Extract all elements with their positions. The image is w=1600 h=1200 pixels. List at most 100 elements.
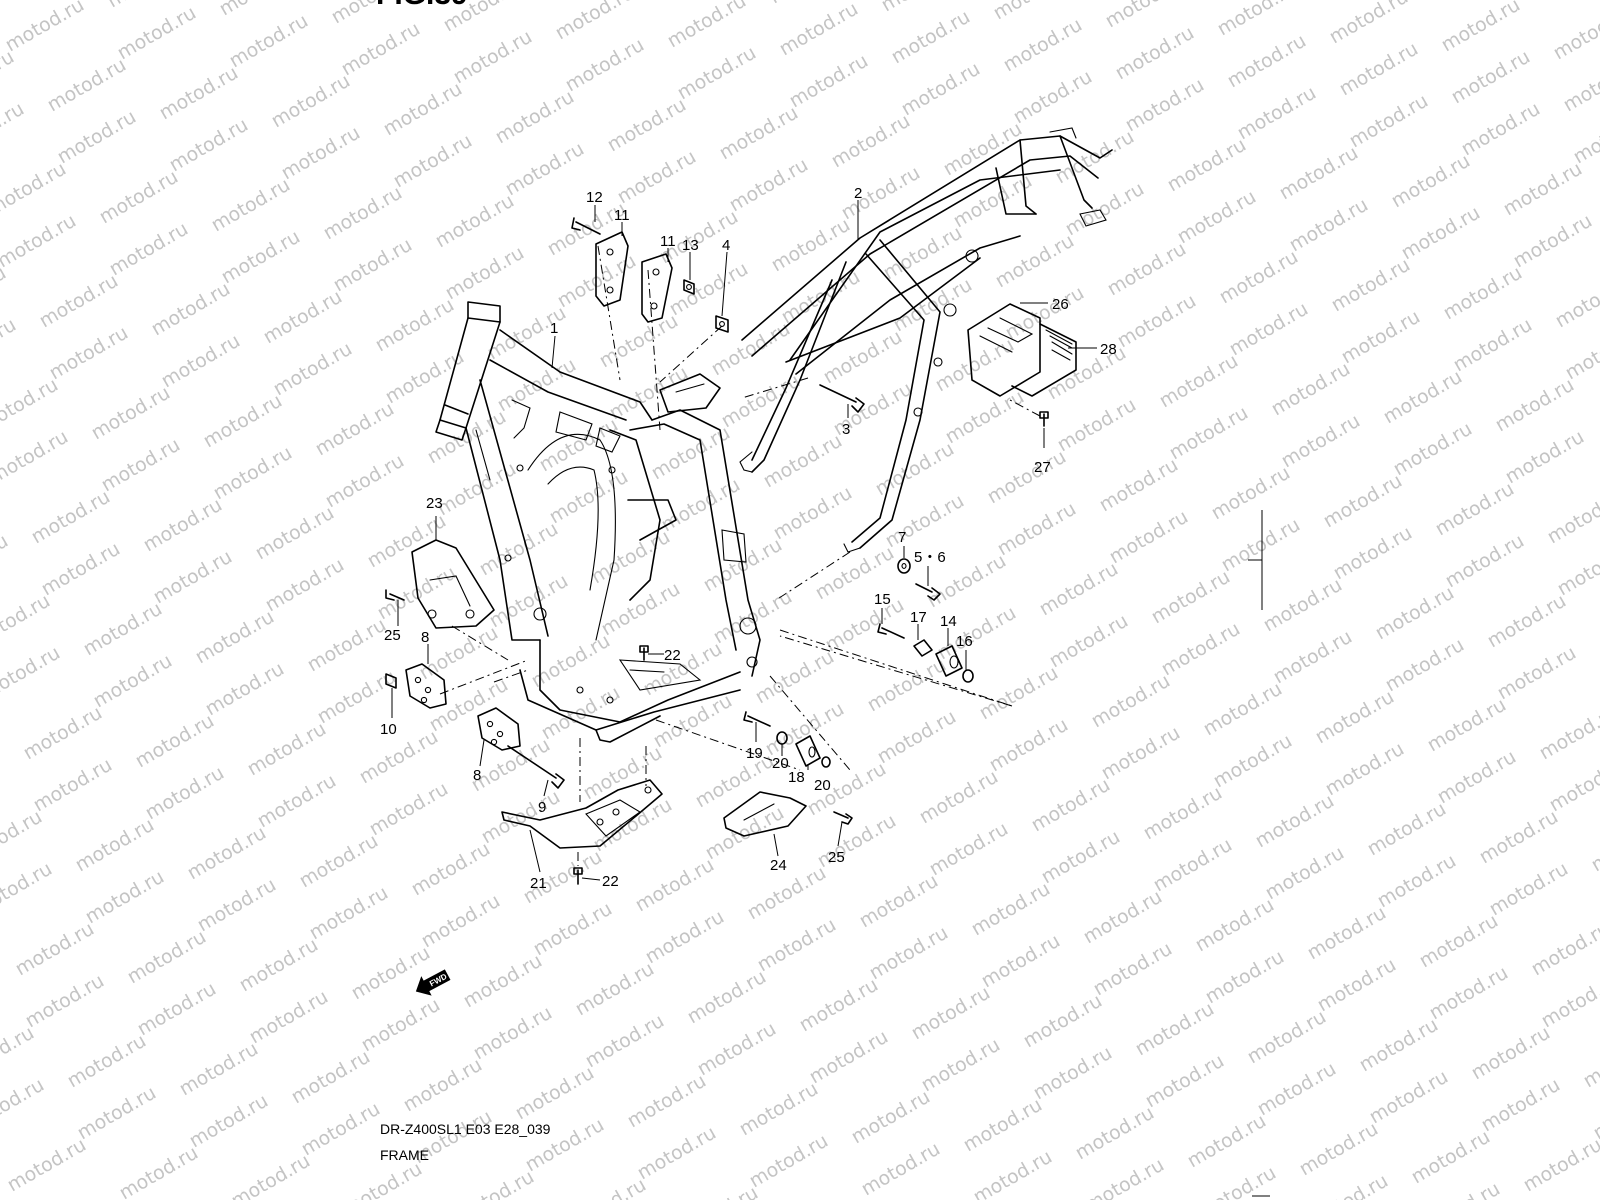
watermark-text: motod.ru	[1338, 306, 1424, 369]
watermark-text: motod.ru	[218, 226, 304, 289]
callout-4: 4	[722, 237, 730, 254]
callout-19: 19	[746, 745, 763, 762]
watermark-text: motod.ru	[916, 766, 1002, 829]
watermark-text: motod.ru	[1054, 394, 1140, 457]
watermark-text: motod.ru	[418, 890, 504, 953]
watermark-text: motod.ru	[994, 498, 1080, 561]
watermark-text: motod.ru	[582, 1010, 668, 1073]
callout-numbers: 1 2 3 4 5・6 7 8 8 9 10 11 11 12 13 14 15…	[380, 185, 1117, 892]
watermark-text: motod.ru	[1364, 798, 1450, 861]
watermark-text: motod.ru	[64, 1030, 150, 1093]
watermark-text: motod.ru	[1312, 686, 1398, 749]
callout-20-left: 20	[772, 755, 789, 772]
watermark-text: motod.ru	[1262, 842, 1348, 905]
watermark-text: motod.ru	[596, 310, 682, 373]
watermark-text: motod.ru	[1560, 54, 1600, 117]
watermark-text: motod.ru	[1010, 66, 1096, 129]
rubber-cover-28	[1011, 323, 1077, 397]
watermark-text: motod.ru	[872, 438, 958, 501]
bolt-12	[571, 217, 601, 235]
bushing-14	[935, 645, 963, 677]
watermark-text: motod.ru	[1536, 702, 1600, 765]
watermark-text: motod.ru	[1434, 746, 1520, 809]
watermark-text: motod.ru	[776, 0, 862, 60]
watermark-text: motod.ru	[770, 482, 856, 545]
watermark-text: motod.ru	[918, 1034, 1004, 1097]
watermark-text: motod.ru	[254, 770, 340, 833]
bolt-9	[507, 745, 565, 789]
watermark-text: motod.ru	[262, 554, 348, 617]
watermark-text: motod.ru	[226, 10, 312, 73]
watermark-text: motod.ru	[90, 650, 176, 713]
watermark-text: motod.ru	[408, 838, 494, 901]
watermark-text: motod.ru	[1356, 1014, 1442, 1077]
watermark-text: motod.ru	[442, 242, 528, 305]
model-code-label: DR-Z400SL1 E03 E28_039	[380, 1121, 551, 1137]
watermark-text: motod.ru	[1416, 910, 1502, 973]
watermark-text: motod.ru	[760, 430, 846, 493]
watermark-text: motod.ru	[1214, 0, 1300, 40]
watermark-text: motod.ru	[12, 918, 98, 981]
callout-leaders	[391, 200, 1097, 881]
skid-plate-21	[501, 779, 663, 849]
watermark-text: motod.ru	[1494, 642, 1580, 705]
watermark-text: motod.ru	[820, 326, 906, 389]
watermark-text: motod.ru	[1502, 426, 1588, 489]
callout-17: 17	[910, 609, 927, 626]
watermark-text: motod.ru	[382, 346, 468, 409]
callout-10: 10	[380, 721, 397, 738]
watermark-text: motod.ru	[986, 714, 1072, 777]
bolt-15	[877, 623, 905, 639]
watermark-text: motod.ru	[580, 742, 666, 805]
watermark-text: motod.ru	[856, 870, 942, 933]
watermark-text: motod.ru	[1080, 886, 1166, 949]
watermark-text: motod.ru	[28, 486, 114, 549]
watermark-text: motod.ru	[1508, 0, 1594, 4]
callout-9: 9	[538, 799, 546, 816]
washer-20-right	[821, 756, 831, 768]
watermark-text: motod.ru	[200, 390, 286, 453]
watermark-text: motod.ru	[1408, 1126, 1494, 1189]
watermark-text: motod.ru	[1438, 0, 1524, 56]
watermark-text: motod.ru	[692, 750, 778, 813]
watermark-text: motod.ru	[1270, 626, 1356, 689]
nut-13	[683, 279, 695, 295]
watermark-text: motod.ru	[260, 286, 346, 349]
watermark-text: motod.ru	[970, 1146, 1056, 1200]
watermark-text: motod.ru	[340, 1158, 426, 1200]
bolt-25-right	[833, 811, 853, 825]
watermark-text: motod.ru	[1194, 1162, 1280, 1200]
watermark-text: motod.ru	[150, 546, 236, 609]
watermark-text: motod.ru	[1314, 954, 1400, 1017]
watermark-text: motod.ru	[1226, 298, 1312, 361]
section-name-label: FRAME	[380, 1147, 429, 1163]
callout-28: 28	[1100, 341, 1117, 358]
watermark-text: motod.ru	[984, 446, 1070, 509]
watermark-text: motod.ru	[1468, 1022, 1554, 1085]
watermark-text: motod.ru	[1216, 246, 1302, 309]
engine-plate-8-lower	[477, 707, 521, 751]
watermark-text: motod.ru	[806, 1026, 892, 1089]
watermark-text: motod.ru	[1580, 1030, 1600, 1093]
watermark-text: motod.ru	[202, 658, 288, 721]
watermark-text: motod.ru	[890, 274, 976, 337]
watermark-text: motod.ru	[0, 158, 70, 221]
watermark-text: motod.ru	[0, 374, 62, 437]
watermark-text: motod.ru	[932, 334, 1018, 397]
watermark-text: motod.ru	[768, 214, 854, 277]
watermark-text: motod.ru	[1278, 410, 1364, 473]
watermark-text: motod.ru	[1510, 210, 1596, 273]
watermark-text: motod.ru	[864, 654, 950, 717]
watermark-text: motod.ru	[268, 70, 354, 133]
watermark-text: motod.ru	[976, 662, 1062, 725]
assembly-lines	[439, 245, 1041, 866]
callout-23: 23	[426, 495, 443, 512]
watermark-text: motod.ru	[640, 638, 726, 701]
watermark-text: motod.ru	[288, 1046, 374, 1109]
watermark-text: motod.ru	[30, 754, 116, 817]
watermark-text: motod.ru	[1426, 962, 1512, 1025]
watermark-text: motod.ru	[604, 94, 690, 157]
watermark-text: motod.ru	[116, 1142, 202, 1200]
